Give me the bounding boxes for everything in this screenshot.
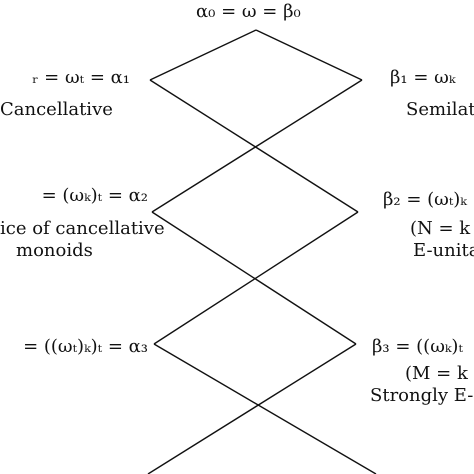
right-node-2-desc-2: E-unita: [413, 240, 474, 261]
edge-alpha0-beta1: [255, 29, 363, 81]
edge-alpha1-beta2: [149, 79, 359, 213]
edge-beta2-alpha3: [153, 211, 359, 345]
left-node-2-formula: = (ωₖ)ₜ = α₂: [41, 185, 148, 206]
left-node-2-desc-2: monoids: [16, 240, 93, 261]
right-node-2-desc-1: (N = k: [410, 218, 471, 239]
right-node-3-desc-1: (M = k: [405, 363, 468, 384]
edge-beta1-alpha2: [151, 79, 363, 213]
left-node-1-formula: ᵣ = ωₜ = α₁: [32, 67, 130, 88]
right-node-2-formula: β₂ = (ωₜ)ₖ: [383, 189, 467, 210]
left-node-3-formula: = ((ωₜ)ₖ)ₜ = α₃: [23, 336, 148, 357]
right-node-1-desc-1: Semilat: [406, 99, 474, 120]
edge-alpha2-beta3: [151, 211, 357, 345]
right-node-3-formula: β₃ = ((ωₖ)ₜ: [372, 336, 463, 357]
edge-alpha3-lower: [153, 343, 377, 474]
top-node-label: α₀ = ω = β₀: [196, 1, 301, 22]
left-node-1-desc-1: Cancellative: [0, 99, 113, 120]
edge-beta3-lower: [147, 343, 357, 474]
right-node-1-formula: β₁ = ωₖ: [390, 67, 456, 88]
edge-alpha0-alpha1: [149, 29, 257, 81]
left-node-2-desc-1: ice of cancellative: [0, 218, 165, 239]
right-node-3-desc-2: Strongly E-: [370, 385, 474, 406]
